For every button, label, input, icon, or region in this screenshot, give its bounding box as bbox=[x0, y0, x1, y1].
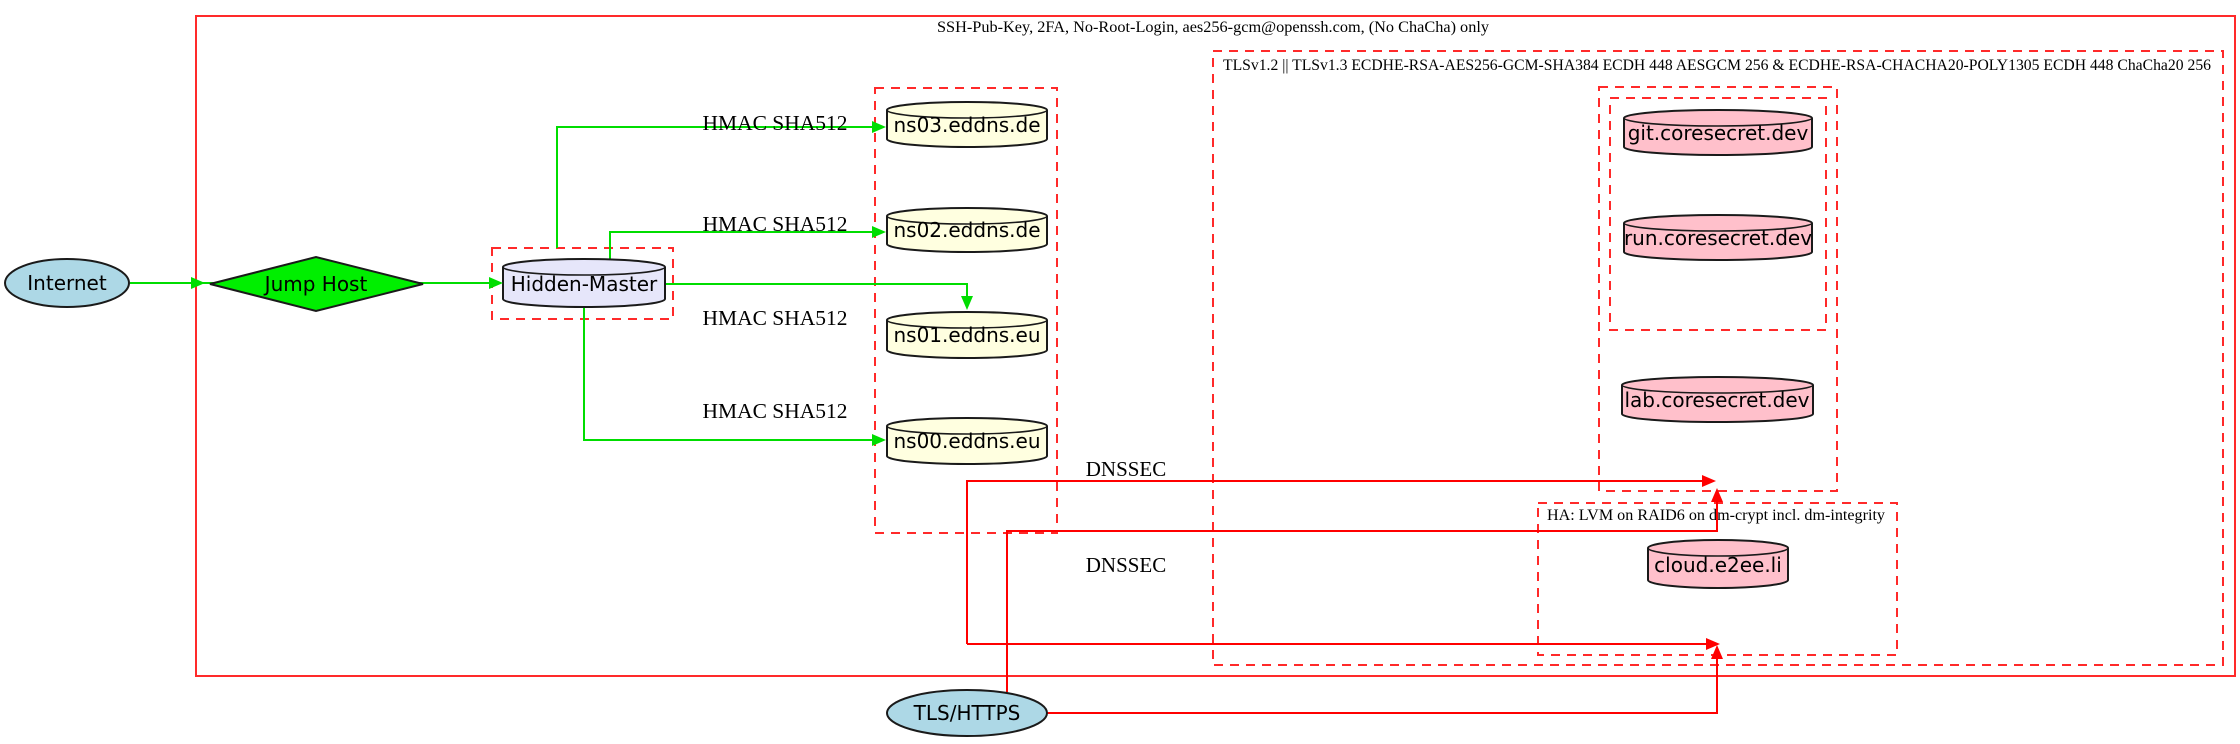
ns01-node: ns01.eddns.eu bbox=[886, 311, 1048, 359]
hidden-master-node: Hidden-Master bbox=[502, 258, 666, 308]
edge-label-dnssec-a: DNSSEC bbox=[1086, 457, 1167, 481]
arrowhead-into-ns03 bbox=[872, 121, 886, 133]
cluster-dns-box bbox=[874, 87, 1058, 534]
edge-label-hmac-ns00: HMAC SHA512 bbox=[703, 399, 848, 423]
ns00-label: ns00.eddns.eu bbox=[893, 429, 1040, 453]
arrowhead-dnssec-b bbox=[1706, 638, 1720, 650]
ns02-label: ns02.eddns.de bbox=[893, 218, 1040, 242]
jump-host-node: Jump Host bbox=[209, 255, 424, 313]
git-node: git.coresecret.dev bbox=[1623, 109, 1813, 156]
git-label: git.coresecret.dev bbox=[1628, 121, 1809, 145]
arrowhead-into-ns02 bbox=[872, 226, 886, 238]
lab-node: lab.coresecret.dev bbox=[1621, 376, 1814, 423]
arrowhead-into-ha bbox=[1711, 645, 1723, 659]
edge-hidden-master-to-ns00 bbox=[583, 307, 872, 441]
edge-label-hmac-ns02: HMAC SHA512 bbox=[703, 212, 848, 236]
ns01-label: ns01.eddns.eu bbox=[893, 323, 1040, 347]
edge-label-dnssec-b: DNSSEC bbox=[1086, 553, 1167, 577]
jump-host-label: Jump Host bbox=[263, 272, 368, 296]
edge-hidden-master-to-ns03 bbox=[556, 126, 872, 248]
tls-https-node: TLS/HTTPS bbox=[886, 689, 1048, 737]
arrowhead-dnssec-a bbox=[1702, 475, 1716, 487]
arrowhead-into-ns01 bbox=[961, 296, 973, 310]
cloud-label: cloud.e2ee.li bbox=[1654, 553, 1782, 577]
cloud-node: cloud.e2ee.li bbox=[1647, 539, 1789, 589]
edge-tls-to-coresecret bbox=[1006, 502, 1718, 692]
internet-label: Internet bbox=[27, 271, 107, 295]
run-node: run.coresecret.dev bbox=[1623, 214, 1813, 261]
edge-tls-to-ha bbox=[1047, 659, 1718, 714]
tls-https-label: TLS/HTTPS bbox=[913, 701, 1021, 725]
cluster-ssh-label: SSH-Pub-Key, 2FA, No-Root-Login, aes256-… bbox=[937, 19, 1489, 36]
cluster-tls-label: TLSv1.2 || TLSv1.3 ECDHE-RSA-AES256-GCM-… bbox=[1223, 57, 2211, 74]
ns03-label: ns03.eddns.de bbox=[893, 113, 1040, 137]
arrowhead-into-coresecret bbox=[1711, 488, 1723, 502]
edge-hidden-master-to-ns02 bbox=[609, 231, 872, 261]
ns03-node: ns03.eddns.de bbox=[886, 101, 1048, 148]
ns00-node: ns00.eddns.eu bbox=[886, 417, 1048, 465]
arrowhead-into-hidden-master bbox=[489, 277, 503, 289]
edge-hidden-master-to-ns01 bbox=[665, 283, 968, 296]
edge-label-hmac-ns03: HMAC SHA512 bbox=[703, 111, 848, 135]
lab-label: lab.coresecret.dev bbox=[1624, 388, 1809, 412]
edge-label-hmac-ns01: HMAC SHA512 bbox=[703, 306, 848, 330]
internet-node: Internet bbox=[4, 258, 130, 308]
arrowhead-internet-boundary bbox=[191, 277, 205, 289]
run-label: run.coresecret.dev bbox=[1624, 226, 1812, 250]
edge-dnssec-a bbox=[966, 480, 1702, 644]
hidden-master-label: Hidden-Master bbox=[511, 272, 658, 296]
cluster-ssh-box bbox=[195, 15, 2236, 677]
ns02-node: ns02.eddns.de bbox=[886, 207, 1048, 253]
arrowhead-into-ns00 bbox=[872, 434, 886, 446]
